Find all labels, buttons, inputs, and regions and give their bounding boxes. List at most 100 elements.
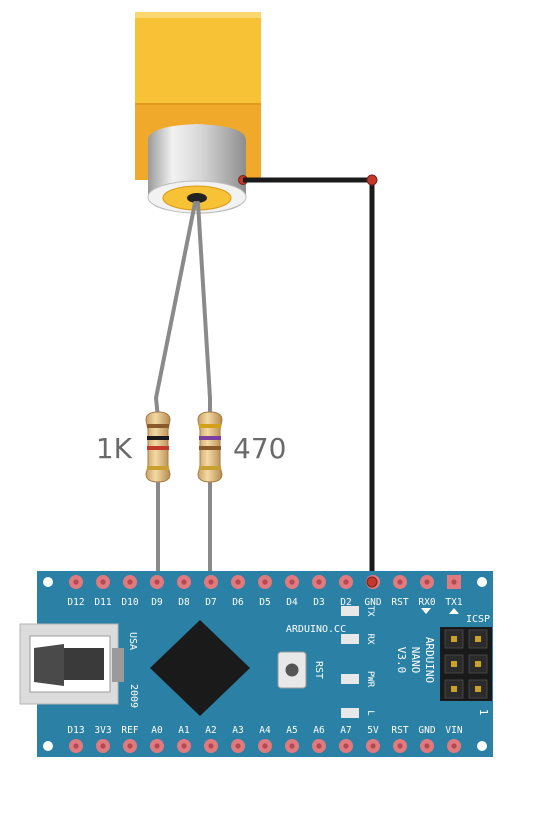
product-line-2: NANO xyxy=(409,647,422,674)
bottom-pin-label: A1 xyxy=(178,725,190,736)
mounting-hole xyxy=(43,741,53,751)
mounting-hole xyxy=(477,577,487,587)
bottom-pin-hole xyxy=(181,743,187,749)
led-l xyxy=(341,708,359,718)
bottom-pin-hole xyxy=(397,743,403,749)
top-pin-label: D6 xyxy=(232,597,244,608)
product-line-3: V3.0 xyxy=(395,647,408,674)
top-pin-hole xyxy=(73,579,79,585)
wires xyxy=(154,174,378,582)
bottom-pin-hole xyxy=(235,743,241,749)
top-pin-hole xyxy=(181,579,187,585)
icsp-label: ICSP xyxy=(466,614,490,625)
icsp-pin xyxy=(451,686,457,692)
top-pin-hole xyxy=(316,579,322,585)
bottom-pin-label: A7 xyxy=(340,725,351,736)
resistor-band xyxy=(147,446,169,450)
bottom-pin-label: GND xyxy=(418,725,435,736)
bottom-pin-label: REF xyxy=(121,725,138,736)
bottom-pin-label: RST xyxy=(391,725,408,736)
mounting-hole xyxy=(43,577,53,587)
led-rx xyxy=(341,634,359,644)
resistor-470 xyxy=(197,411,223,483)
top-pin-label: TX1 xyxy=(445,597,462,608)
led-label-tx: TX xyxy=(365,606,375,617)
top-pin-hole xyxy=(154,579,160,585)
resistor-band xyxy=(147,466,169,470)
top-pin-label: D12 xyxy=(67,597,84,608)
year-label: 2009 xyxy=(128,684,139,708)
icsp-pin xyxy=(451,661,457,667)
usa-label: USA xyxy=(127,632,138,650)
resistor-band xyxy=(199,466,221,470)
bottom-pin-label: A5 xyxy=(286,725,297,736)
bottom-pin-label: 5V xyxy=(367,725,379,736)
resistor-470-label: 470 xyxy=(233,432,286,465)
ground-wire-end xyxy=(366,576,378,588)
connector-body-highlight xyxy=(135,12,261,18)
bottom-pin-hole xyxy=(289,743,295,749)
top-pin-hole xyxy=(424,579,430,585)
connector-body-top xyxy=(135,12,261,104)
top-pin-hole xyxy=(127,579,133,585)
top-pin-label: RX0 xyxy=(418,597,435,608)
bottom-pin-label: A6 xyxy=(313,725,325,736)
top-pin-label: D11 xyxy=(94,597,111,608)
led-label-l: L xyxy=(365,710,375,715)
icsp-pin xyxy=(475,636,481,642)
top-pin-hole xyxy=(208,579,214,585)
bottom-pin-label: A0 xyxy=(151,725,163,736)
bottom-pin-hole xyxy=(316,743,322,749)
ground-wire xyxy=(243,177,375,582)
microcontroller-chip xyxy=(150,620,250,716)
top-pin-hole xyxy=(451,579,457,585)
top-pin-label: RST xyxy=(391,597,408,608)
resistor-band xyxy=(147,436,169,440)
reset-label: RST xyxy=(313,661,324,679)
usb-pins-front xyxy=(112,648,124,682)
top-pin-hole xyxy=(289,579,295,585)
bottom-pin-hole xyxy=(73,743,79,749)
bottom-pin-hole xyxy=(451,743,457,749)
resistor-band xyxy=(199,424,221,428)
signal-wire-left xyxy=(154,201,197,400)
bottom-pin-hole xyxy=(370,743,376,749)
top-pin-label: D4 xyxy=(286,597,298,608)
bottom-pin-label: 3V3 xyxy=(94,725,111,736)
top-pin-hole xyxy=(262,579,268,585)
icsp-pins xyxy=(444,629,488,699)
bottom-pin-label: A2 xyxy=(205,725,216,736)
pin-marker-rx xyxy=(421,608,431,614)
top-pin-label: GND xyxy=(364,597,381,608)
ground-wire-bend xyxy=(366,174,378,186)
product-line-1: ARDUINO xyxy=(423,637,436,683)
bottom-pin-hole xyxy=(208,743,214,749)
top-pin-hole xyxy=(235,579,241,585)
top-pin-label: D10 xyxy=(121,597,138,608)
resistor-band xyxy=(199,436,221,440)
pin-marker-tx xyxy=(449,608,459,614)
bottom-pin-hole xyxy=(100,743,106,749)
top-pin-label: D8 xyxy=(178,597,190,608)
reset-button-cap xyxy=(285,663,299,677)
resistor-1k xyxy=(145,411,171,483)
bottom-pin-hole xyxy=(343,743,349,749)
bottom-pin-label: D13 xyxy=(67,725,84,736)
bottom-pin-label: VIN xyxy=(445,725,462,736)
mounting-hole xyxy=(477,741,487,751)
resistor-band xyxy=(147,424,169,428)
bottom-pin-hole xyxy=(262,743,268,749)
icsp-pin1-marker: 1 xyxy=(477,709,490,716)
usb-tongue-front xyxy=(34,644,64,686)
led-pwr xyxy=(341,674,359,684)
icsp-pin xyxy=(475,661,481,667)
bottom-pin-hole xyxy=(424,743,430,749)
usb-contacts-front xyxy=(64,648,104,680)
bottom-pin-label: A3 xyxy=(232,725,243,736)
bottom-pin-hole xyxy=(154,743,160,749)
resistor-band xyxy=(199,446,221,450)
bottom-pin-hole xyxy=(127,743,133,749)
